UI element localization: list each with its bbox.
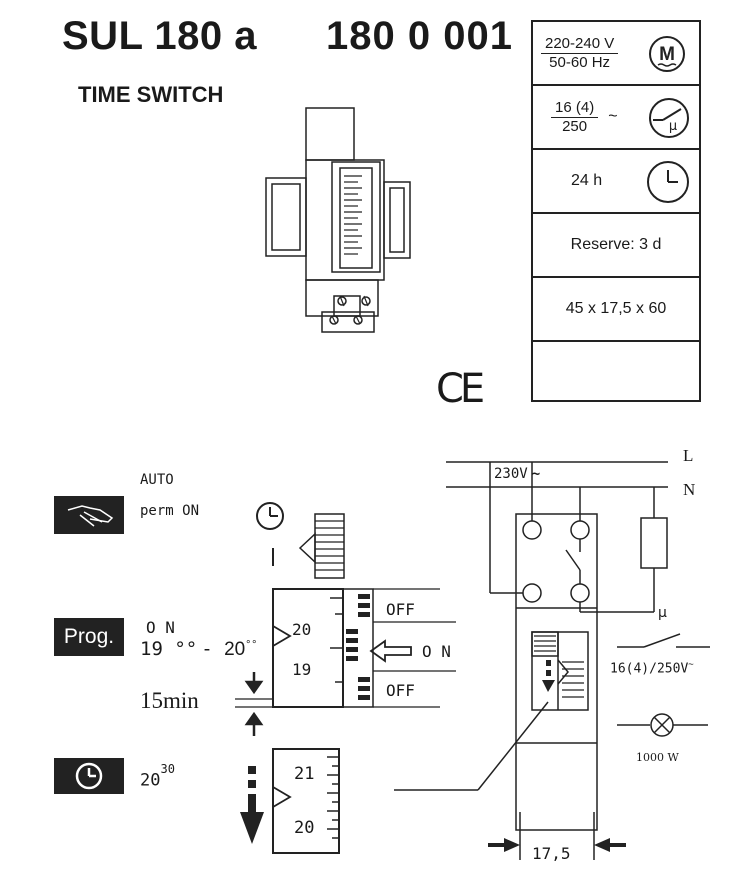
prog-to-sup: °° (245, 639, 258, 651)
perm-on-label: perm ON (140, 503, 200, 519)
power-fraction: 220-240 V 50-60 Hz (541, 35, 619, 72)
spec-row-cycle: 24 h (533, 150, 699, 214)
spec-row-reserve: Reserve: 3 d (533, 214, 699, 278)
dial-off-top: OFF (386, 600, 415, 619)
neutral-label: N (683, 480, 696, 499)
current-value: 16 (4) (551, 99, 599, 118)
prog-time-range: 19 °°- 20°° (140, 638, 257, 661)
model-title: SUL 180 a (62, 14, 257, 58)
prog-on-label: O N (146, 618, 175, 637)
prog-from: 19 °° (140, 638, 198, 660)
prog-to: 20 (224, 639, 246, 660)
micro-switch-icon: μ (649, 98, 689, 138)
micro-symbol: μ (669, 119, 677, 134)
contact-micro-label: μ (658, 605, 667, 621)
contact-rating-ac: ~ (688, 660, 694, 670)
ce-mark: CE (436, 366, 485, 412)
spec-table: 220-240 V 50-60 Hz M 16 (4) 250 ~ μ 24 h (531, 20, 701, 402)
spec-row-dimensions: 45 x 17,5 x 60 (533, 278, 699, 342)
motor-icon: M (649, 36, 685, 72)
frequency-value: 50-60 Hz (549, 53, 611, 71)
reserve-value: Reserve: 3 d (570, 236, 662, 253)
spec-row-power: 220-240 V 50-60 Hz M (533, 22, 699, 86)
manual-mode-button[interactable] (54, 496, 124, 534)
supply-voltage: 230V (494, 466, 528, 482)
contact-rating: 16(4)/250V~ (610, 660, 694, 676)
lamp-rating: 1000 W (636, 751, 679, 764)
interval-label: 15min (140, 688, 199, 713)
dial-upper-value: 20 (292, 620, 312, 639)
product-subtitle: TIME SWITCH (78, 82, 224, 107)
dial-lower-value: 19 (292, 660, 312, 679)
line-label: L (683, 446, 694, 465)
dimensions-value: 45 x 17,5 x 60 (565, 300, 667, 317)
ac-symbol: ~ (608, 108, 618, 125)
dial2-upper-value: 21 (294, 764, 315, 784)
clock-icon (647, 161, 689, 203)
dial-on: O N (422, 642, 451, 661)
module-width: 17,5 (532, 844, 571, 863)
dial-off-bottom: OFF (386, 681, 415, 700)
prog-button-label: Prog. (63, 625, 115, 648)
clock-time-hour: 20 (140, 770, 161, 791)
cycle-value: 24 h (571, 172, 603, 189)
clock-time: 2030 (140, 762, 175, 791)
motor-letter: M (659, 44, 675, 65)
up-arrow-icon (244, 711, 264, 736)
contact-fraction: 16 (4) 250 (551, 99, 599, 136)
spec-row-contact: 16 (4) 250 ~ μ (533, 86, 699, 150)
clock-button-icon (75, 762, 103, 790)
prog-button[interactable]: Prog. (54, 618, 124, 656)
supply-label: 230V~ (494, 466, 540, 482)
auto-label: AUTO (140, 472, 174, 488)
prog-dash: - (201, 638, 213, 660)
voltage-value: 220-240 V (541, 35, 619, 54)
hand-icon (67, 505, 114, 527)
clock-time-min: 30 (160, 762, 175, 776)
dial2-lower-value: 20 (294, 818, 315, 838)
switching-voltage-value: 250 (562, 117, 588, 135)
clock-mode-button[interactable] (54, 758, 124, 794)
supply-ac-symbol: ~ (531, 466, 541, 482)
dashed-down-arrow-icon (240, 766, 264, 844)
contact-rating-value: 16(4)/250V (610, 661, 689, 677)
on-arrow-icon (369, 639, 412, 663)
down-arrow-icon (244, 672, 264, 695)
article-number: 180 0 001 (326, 14, 513, 58)
